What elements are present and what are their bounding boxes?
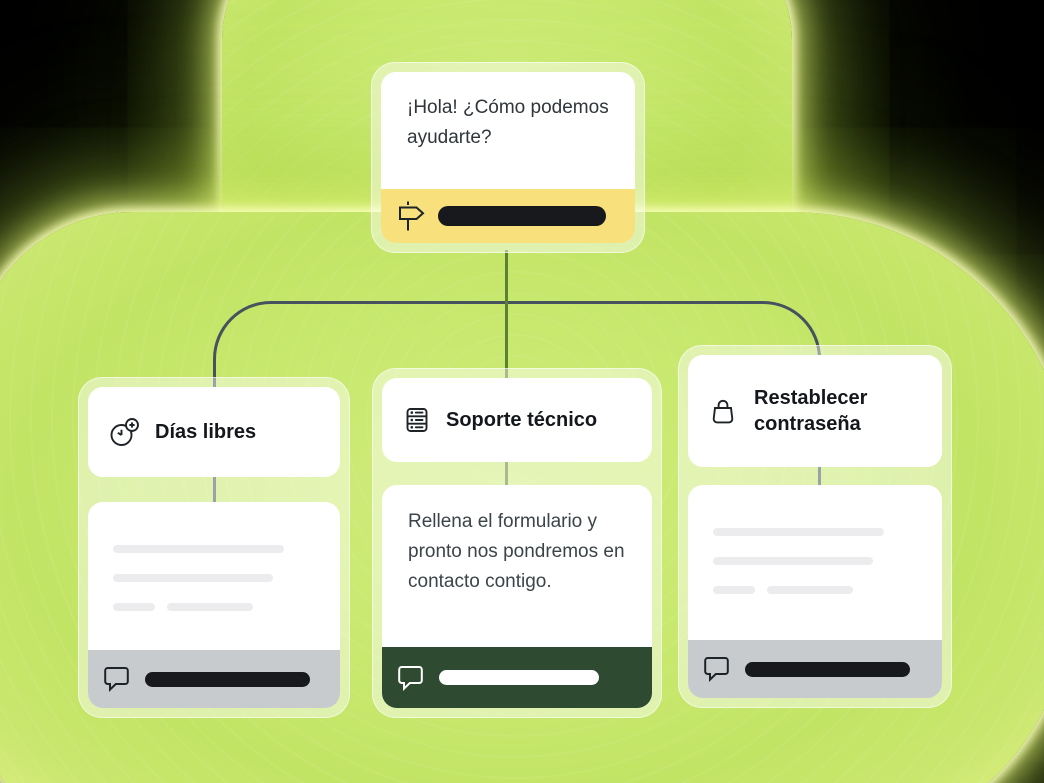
- root-message-card[interactable]: ¡Hola! ¿Cómo podemos ayudarte?: [381, 72, 635, 243]
- placeholder-line: [713, 528, 884, 536]
- branch-content-dias-libres[interactable]: [88, 502, 340, 708]
- branch-group-dias-libres: Días libres: [78, 377, 350, 718]
- reply-footer[interactable]: [688, 640, 942, 698]
- root-node-group: ¡Hola! ¿Cómo podemos ayudarte?: [371, 62, 645, 253]
- lock-icon: [712, 399, 734, 424]
- placeholder-line: [767, 586, 853, 594]
- branch-card-soporte-tecnico[interactable]: Soporte técnico: [382, 378, 652, 462]
- branch-card-restablecer-contrasena[interactable]: Restablecer contraseña: [688, 355, 942, 467]
- placeholder-line: [113, 574, 273, 582]
- placeholder-line: [167, 603, 253, 611]
- server-icon: [406, 408, 428, 432]
- branch-group-soporte-tecnico: Soporte técnico Rellena el formulario y …: [372, 368, 662, 718]
- branch-content-soporte-tecnico[interactable]: Rellena el formulario y pronto nos pondr…: [382, 485, 652, 708]
- placeholder-line: [713, 557, 873, 565]
- branch-title: Restablecer contraseña: [754, 387, 868, 435]
- placeholder-line: [713, 586, 755, 594]
- speech-bubble-icon: [704, 657, 729, 682]
- branch-content-restablecer-contrasena[interactable]: [688, 485, 942, 698]
- root-message-text: ¡Hola! ¿Cómo podemos ayudarte?: [407, 97, 609, 148]
- placeholder-line: [113, 545, 284, 553]
- placeholder-text-block: [688, 485, 942, 640]
- placeholder-text-block: [88, 502, 340, 650]
- speech-bubble-icon: [398, 665, 423, 691]
- reply-pill: [145, 671, 310, 687]
- placeholder-line: [113, 603, 155, 611]
- action-pill: [438, 206, 606, 226]
- reply-footer-active[interactable]: [382, 647, 652, 708]
- branch-group-restablecer-contrasena: Restablecer contraseña: [678, 345, 952, 708]
- signpost-icon: [399, 201, 425, 231]
- branch-title: Soporte técnico: [446, 409, 598, 431]
- root-action-footer[interactable]: [381, 189, 635, 243]
- reply-footer[interactable]: [88, 650, 340, 708]
- speech-bubble-icon: [104, 667, 129, 692]
- active-path-connector-line: [505, 250, 508, 488]
- branch-title: Días libres: [155, 421, 257, 443]
- reply-pill: [439, 670, 599, 685]
- reply-pill: [745, 661, 910, 677]
- branch-card-dias-libres[interactable]: Días libres: [88, 387, 340, 477]
- branch-body-text: Rellena el formulario y pronto nos pondr…: [408, 511, 625, 592]
- clock-plus-icon: [110, 417, 139, 446]
